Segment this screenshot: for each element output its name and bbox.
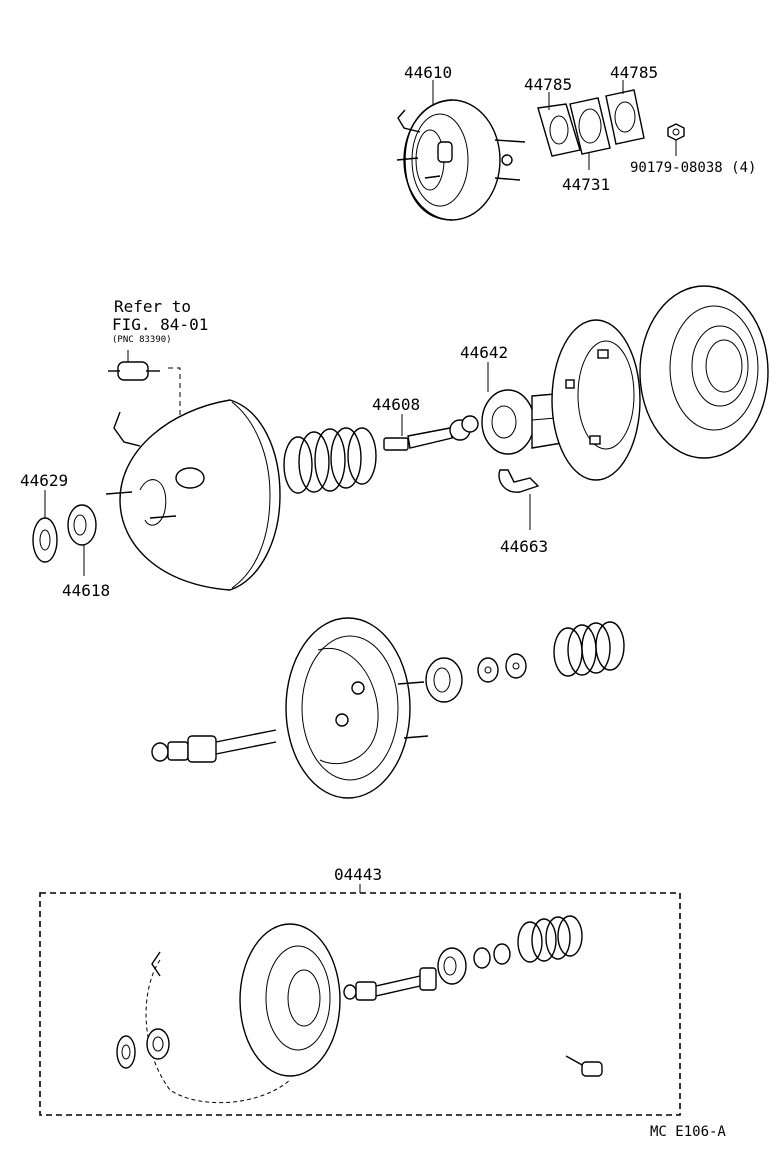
- reference-line-2: FIG. 84-01: [112, 315, 208, 334]
- kit-04443-boundary: [39, 892, 681, 1116]
- push-rod-44608: [383, 415, 479, 451]
- return-spring: [283, 427, 377, 494]
- label-44618: 44618: [62, 581, 110, 600]
- diaphragm-plate: [551, 319, 641, 481]
- lock-washer-44629: [32, 517, 58, 563]
- output-rod: [151, 729, 277, 763]
- figure-code: MC E106-A: [650, 1124, 726, 1140]
- reference-line-1: Refer to: [114, 297, 191, 316]
- label-44610: 44610: [404, 63, 452, 82]
- kit-output-rod: [343, 967, 437, 1001]
- diaphragm: [639, 285, 769, 459]
- booster-rear-shell: [285, 617, 429, 799]
- kit-lock-washer: [116, 1035, 136, 1069]
- label-44785-right: 44785: [610, 63, 658, 82]
- plate-44731: [569, 97, 611, 155]
- kit-booster-assembly: [145, 923, 341, 1104]
- kit-dust-boot: [517, 915, 583, 963]
- retainer-small-2: [505, 653, 527, 679]
- dust-boot-rear: [553, 621, 625, 677]
- nut-90179: [667, 123, 685, 141]
- kit-seal: [146, 1028, 170, 1060]
- kit-check-valve: [565, 1055, 603, 1077]
- kit-seal-ring: [437, 947, 467, 985]
- seal-ring-rear: [425, 657, 463, 703]
- booster-front-shell: [105, 399, 281, 591]
- label-44731: 44731: [562, 175, 610, 194]
- reference-line-3: (PNC 83390): [112, 335, 172, 345]
- label-44663: 44663: [500, 537, 548, 556]
- label-44785-left: 44785: [524, 75, 572, 94]
- label-90179: 90179-08038 (4): [630, 160, 756, 176]
- label-44642: 44642: [460, 343, 508, 362]
- key-44663: [498, 469, 540, 493]
- booster-assembly-top: [396, 99, 526, 221]
- label-44629: 44629: [20, 471, 68, 490]
- seal-44618: [67, 504, 97, 546]
- retainer-small-1: [477, 657, 499, 683]
- gasket-44785-right: [605, 89, 645, 145]
- label-44608: 44608: [372, 395, 420, 414]
- label-04443: 04443: [334, 865, 382, 884]
- gasket-44785-left: [537, 103, 581, 157]
- check-valve: [108, 350, 160, 381]
- kit-retainers: [473, 943, 511, 969]
